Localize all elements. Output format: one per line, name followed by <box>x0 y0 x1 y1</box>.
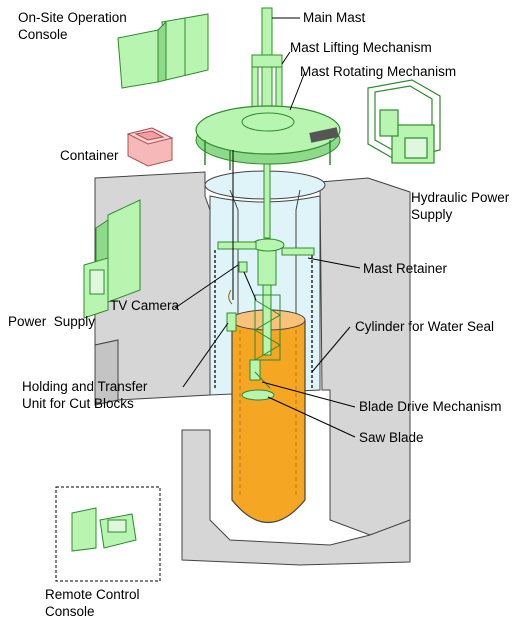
label-saw-blade: Saw Blade <box>359 430 424 445</box>
label-blade-drive: Blade Drive Mechanism <box>359 399 502 414</box>
label-power-supply: Power Supply <box>8 314 95 329</box>
remote-console-frame <box>55 486 161 582</box>
water-seal-cylinder <box>214 250 313 390</box>
label-mast-lifting: Mast Lifting Mechanism <box>290 40 432 55</box>
label-tv-camera: TV Camera <box>110 298 180 313</box>
power-supply-cabinets <box>83 199 141 319</box>
saw-blade <box>241 389 275 401</box>
label-main-mast: Main Mast <box>303 10 366 25</box>
blade-drive-mechanism <box>249 359 271 389</box>
label-mast-retainer: Mast Retainer <box>363 261 448 276</box>
remote-console <box>71 507 137 552</box>
label-container: Container <box>60 148 119 163</box>
onsite-console <box>117 13 209 89</box>
tv-camera <box>232 150 248 300</box>
leader-lines <box>174 17 361 438</box>
label-cylinder: Cylinder for Water Seal <box>355 319 494 334</box>
rotating-platform <box>195 105 341 170</box>
hydraulic-unit <box>367 79 441 164</box>
mast-retainer <box>217 238 315 256</box>
holding-transfer-unit <box>226 289 237 332</box>
container-box <box>126 127 174 167</box>
label-mast-rotating: Mast Rotating Mechanism <box>300 64 456 79</box>
